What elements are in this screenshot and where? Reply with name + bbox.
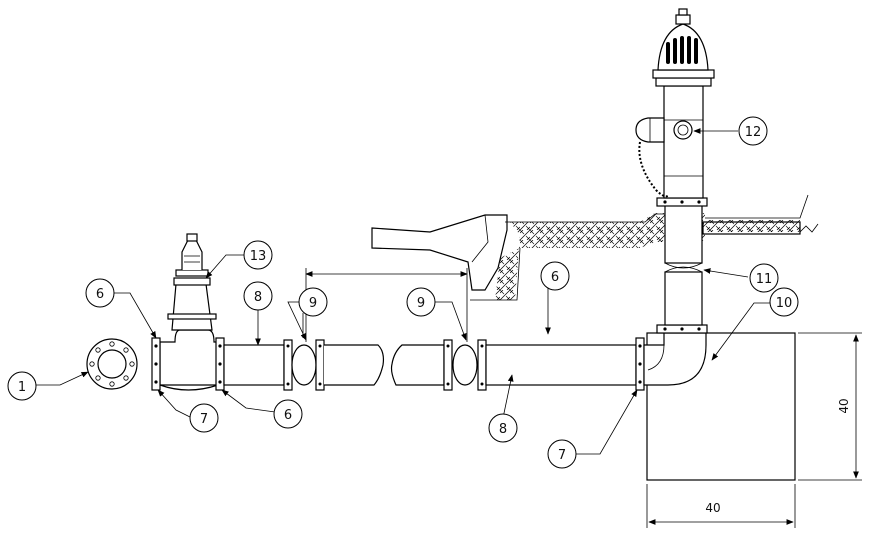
leader-lines [36,128,770,455]
gate-valve [151,233,225,391]
callout-10-label: 10 [776,296,793,311]
dimension-lines [305,268,862,528]
callout-1-label: 1 [18,380,26,395]
dimension-width-label: 40 [705,501,720,515]
callout-11: 11 [749,263,779,293]
callout-6-top-left: 6 [85,278,115,308]
callout-8-right-label: 8 [499,422,507,437]
callout-12: 12 [738,116,768,146]
callout-7-left: 7 [189,403,219,433]
callout-6-top-left-label: 6 [96,287,104,302]
duckfoot-bend [643,324,708,386]
curb-slab [371,214,508,291]
callout-8-right: 8 [488,413,518,443]
callout-8-left-label: 8 [254,290,262,305]
fire-hydrant [635,8,715,207]
callout-9-left: 9 [298,287,328,317]
callout-10: 10 [769,287,799,317]
callout-7-left-label: 7 [200,412,208,427]
callout-6-bottom-label: 6 [284,408,292,423]
callout-9-left-label: 9 [309,296,317,311]
thrust-block [646,332,796,481]
callout-7-right-label: 7 [558,448,566,463]
callout-6-right-label: 6 [551,270,559,285]
riser-pipe [664,204,703,326]
callout-9-right-label: 9 [417,296,425,311]
callout-1: 1 [7,371,37,401]
callout-7-right: 7 [547,439,577,469]
pavement-strip [702,221,801,235]
callout-6-right: 6 [540,261,570,291]
callout-6-bottom: 6 [273,399,303,429]
callout-8-left: 8 [243,281,273,311]
pipe-left-run [223,339,385,391]
callout-11-label: 11 [756,272,773,287]
callout-13: 13 [243,240,273,270]
callout-12-label: 12 [745,125,762,140]
ground-soil [470,194,819,301]
dimension-height-label: 40 [837,398,851,413]
pipe-right-run [390,337,645,391]
callout-9-right: 9 [406,287,436,317]
flange-end-view [86,338,138,390]
callout-13-label: 13 [250,249,267,264]
